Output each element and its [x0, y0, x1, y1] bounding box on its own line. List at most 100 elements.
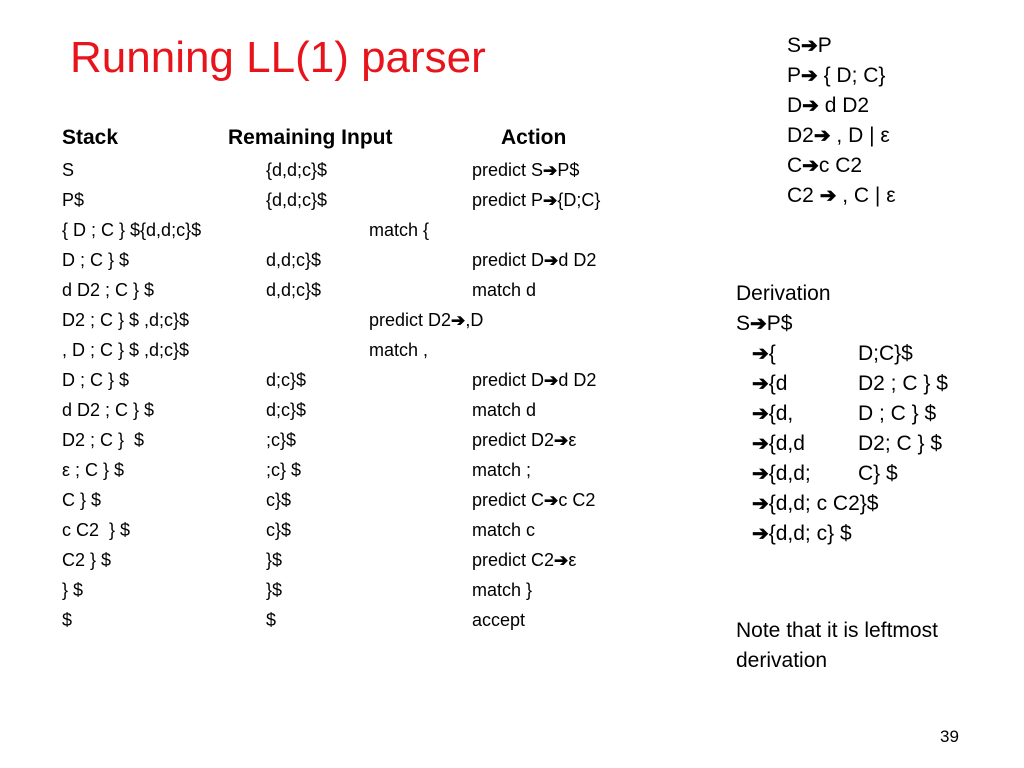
action-text: match { — [369, 220, 430, 240]
derivation-suffix: C} $ — [858, 462, 898, 485]
arrow-icon: ➔ — [802, 95, 819, 117]
action-text: match d — [472, 280, 537, 300]
header-remaining-input: Remaining Input — [228, 126, 393, 149]
action-production: ,D — [465, 310, 484, 330]
row-action: match ; — [472, 460, 531, 480]
arrow-icon: ➔ — [752, 493, 769, 515]
rule-lhs: S — [787, 34, 802, 57]
row-remaining-input: ;c}$ — [266, 430, 297, 450]
row-action: match d — [472, 280, 536, 300]
derivation-step: ➔{d,d — [752, 429, 805, 459]
rule-lhs: C — [787, 154, 803, 177]
row-action: predict P➔{D;C} — [472, 190, 600, 211]
row-stack: ε ; C } $ — [62, 460, 125, 480]
action-text: match c — [472, 520, 536, 540]
row-stack: } $ — [62, 580, 84, 600]
row-action: match d — [472, 400, 536, 420]
row-action: predict D➔d D2 — [472, 250, 596, 271]
rule-lhs: P — [787, 64, 802, 87]
row-action: predict C➔c C2 — [472, 490, 595, 511]
action-text: predict D2 — [472, 430, 555, 450]
row-remaining-input: $ — [266, 610, 277, 630]
arrow-icon: ➔ — [554, 551, 569, 570]
rule-rhs: P — [817, 34, 832, 57]
action-text: accept — [472, 610, 526, 630]
arrow-icon: ➔ — [543, 161, 558, 180]
arrow-icon: ➔ — [802, 155, 819, 177]
action-text: predict D — [472, 370, 545, 390]
arrow-icon: ➔ — [750, 313, 767, 335]
row-remaining-input: d,d;c}$ — [266, 280, 322, 300]
row-action: predict D➔d D2 — [472, 370, 596, 391]
action-production: P$ — [557, 160, 580, 180]
note-line-1: Note that it is leftmost — [736, 619, 938, 642]
derivation-step: ➔{ — [752, 339, 776, 369]
derivation-suffix: D2; C } $ — [858, 432, 943, 455]
action-text: predict C — [472, 490, 545, 510]
arrow-icon: ➔ — [801, 65, 818, 87]
derivation-prefix: {d,d — [768, 432, 805, 455]
derivation-suffix: D ; C } $ — [858, 402, 937, 425]
derivation-prefix: {d,d; — [768, 462, 811, 485]
grammar-rule: D➔ d D2 — [787, 91, 869, 121]
row-remaining-input: d;c}$ — [266, 370, 307, 390]
derivation-step: ➔{d,d; c} $ — [752, 519, 852, 549]
arrow-icon: ➔ — [819, 185, 837, 207]
arrow-icon: ➔ — [451, 311, 466, 330]
row-stack: S — [62, 160, 75, 180]
row-action: predict C2➔ε — [472, 550, 576, 571]
derivation-step: ➔{d, — [752, 399, 793, 429]
arrow-icon: ➔ — [752, 433, 769, 455]
arrow-icon: ➔ — [544, 491, 559, 510]
derivation-start-lhs: S — [736, 312, 751, 335]
row-stack: P$ — [62, 190, 85, 210]
page-number: 39 — [940, 727, 959, 746]
action-text: predict C2 — [472, 550, 555, 570]
action-production: c C2 — [558, 490, 596, 510]
derivation-prefix: {d,d; c C2}$ — [768, 492, 879, 515]
row-remaining-input: }$ — [266, 580, 283, 600]
action-text: predict D — [472, 250, 545, 270]
arrow-icon: ➔ — [801, 35, 818, 57]
action-text: match d — [472, 400, 537, 420]
slide-title: Running LL(1) parser — [70, 33, 486, 82]
row-action: accept — [472, 610, 525, 630]
rule-rhs: , D | ε — [830, 124, 890, 147]
rule-rhs: c C2 — [818, 154, 863, 177]
arrow-icon: ➔ — [544, 251, 559, 270]
derivation-prefix: { — [768, 342, 776, 365]
action-text: predict P — [472, 190, 544, 210]
grammar-rule: C2 ➔ , C | ε — [787, 181, 896, 211]
row-action: match } — [472, 580, 532, 600]
arrow-icon: ➔ — [752, 403, 769, 425]
row-stack: c C2 } $ — [62, 520, 131, 540]
rule-lhs: C2 — [787, 184, 820, 207]
row-remaining-input: ;c} $ — [266, 460, 302, 480]
derivation-suffix: D;C}$ — [858, 342, 913, 365]
arrow-icon: ➔ — [752, 343, 769, 365]
row-remaining-input: }$ — [266, 550, 283, 570]
action-text: match } — [472, 580, 533, 600]
row-stack: d D2 ; C } $ — [62, 400, 155, 420]
grammar-rule: D2➔ , D | ε — [787, 121, 890, 151]
arrow-icon: ➔ — [544, 371, 559, 390]
row-remaining-input: d,d;c}$ — [266, 250, 322, 270]
row-stack: d D2 ; C } $ — [62, 280, 155, 300]
arrow-icon: ➔ — [543, 191, 558, 210]
derivation-step: ➔{d — [752, 369, 787, 399]
rule-rhs: { D; C} — [817, 64, 886, 87]
action-production: d D2 — [558, 250, 597, 270]
row-stack: D ; C } $ — [62, 250, 130, 270]
action-production: ε — [568, 550, 577, 570]
row-stack: C2 } $ — [62, 550, 112, 570]
row-action: predict D2➔,D — [369, 310, 483, 331]
row-remaining-input: c}$ — [266, 490, 292, 510]
derivation-step: ➔{d,d; — [752, 459, 811, 489]
action-text: predict S — [472, 160, 544, 180]
action-production: ε — [568, 430, 577, 450]
action-production: {D;C} — [557, 190, 601, 210]
row-action: predict D2➔ε — [472, 430, 576, 451]
row-action: match c — [472, 520, 535, 540]
grammar-rule: P➔ { D; C} — [787, 61, 885, 91]
row-stack: C } $ — [62, 490, 102, 510]
